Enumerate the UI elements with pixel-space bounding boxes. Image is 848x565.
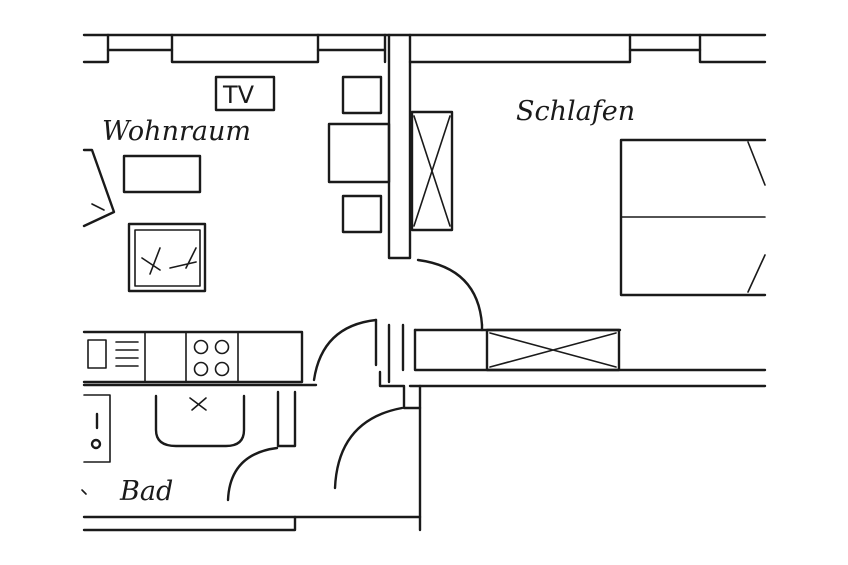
tv-label: TV [222, 81, 255, 109]
bathroom [81, 390, 422, 532]
living-door [312, 318, 378, 382]
wardrobe [410, 110, 454, 232]
room-label-bedroom: Schlafen [516, 96, 635, 127]
tv-stand: TV [214, 75, 276, 112]
bed [619, 138, 767, 297]
room-label-bath: Bad [119, 476, 173, 507]
room-label-living: Wohnraum [102, 116, 251, 147]
hall-wardrobe [485, 328, 621, 372]
partition-wall [387, 33, 412, 384]
bedroom-door [416, 258, 484, 332]
kitchen [82, 330, 318, 387]
dining-set [327, 75, 391, 234]
hall-wall [378, 328, 767, 532]
living-furniture [82, 148, 207, 293]
top-wall [82, 33, 767, 64]
